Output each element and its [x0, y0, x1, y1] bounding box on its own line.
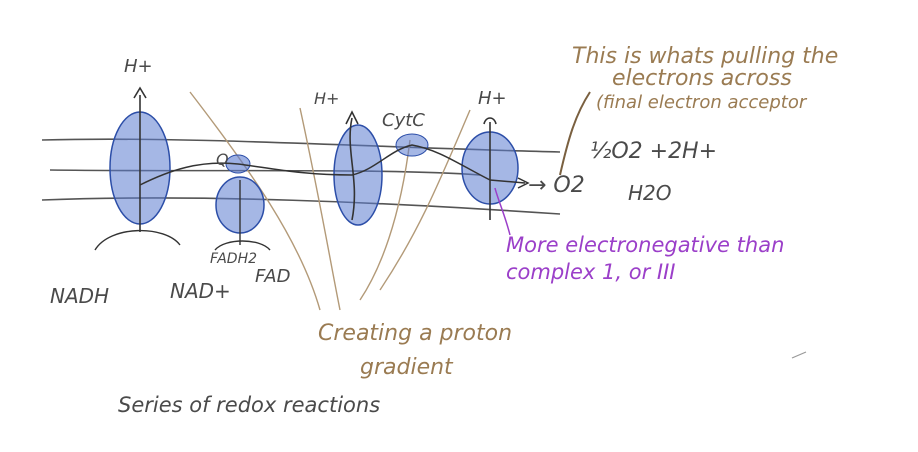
half-o2-label: ½O2 +2H+: [590, 139, 717, 164]
membrane-lower-line: [41, 197, 561, 215]
electron-path: [139, 144, 526, 186]
complex-1-up-arrow: [133, 86, 147, 99]
nad-plus-label: NAD+: [170, 279, 231, 303]
gradient-note-line-1: Creating a proton: [318, 321, 512, 346]
fadh2-hook: [214, 240, 271, 251]
h-plus-label-3: H+: [478, 88, 507, 109]
fadh2-label: FADH2: [210, 251, 257, 267]
pulling-note-line-3: (final electron acceptor: [596, 92, 808, 113]
complex-3-channel: [349, 117, 356, 221]
fad-label: FAD: [255, 266, 290, 287]
gradient-sweep-1: [189, 91, 321, 311]
o2-arrow-label: → O2: [528, 173, 585, 198]
pulling-leader-line: [559, 91, 591, 176]
complex-3-up-arrow: [345, 110, 359, 125]
h-plus-label-2: H+: [314, 89, 339, 108]
pulling-note-line-1: This is whats pulling the: [572, 44, 838, 69]
q-label: Q: [216, 150, 229, 169]
complex-2: [215, 176, 265, 245]
gradient-sweep-3: [359, 139, 411, 301]
electronegative-note-line-1: More electronegative than: [506, 233, 784, 257]
gradient-sweep-2: [299, 107, 341, 311]
electronegative-leader-line: [494, 187, 511, 236]
nadh-label: NADH: [50, 284, 109, 308]
gradient-note-line-2: gradient: [360, 355, 454, 380]
pulling-note-line-2: electrons across: [612, 66, 792, 91]
electronegative-note-line-2: complex 1, or III: [506, 260, 676, 284]
proton-gradient-sweeps: [189, 91, 471, 311]
gradient-sweep-4: [379, 109, 471, 291]
h2o-label: H2O: [628, 181, 672, 205]
electron-arrow-head: [517, 177, 530, 189]
complex-1: [109, 86, 171, 232]
nadh-hook: [94, 229, 181, 251]
complex-4: [461, 117, 519, 220]
h-plus-label-1: H+: [124, 56, 153, 77]
cyt-c-label: CytC: [382, 110, 425, 131]
series-note: Series of redox reactions: [118, 393, 380, 417]
complex-3: [333, 110, 383, 226]
stray-mark: [791, 351, 807, 359]
complex-4-up-arrow: [483, 117, 497, 125]
